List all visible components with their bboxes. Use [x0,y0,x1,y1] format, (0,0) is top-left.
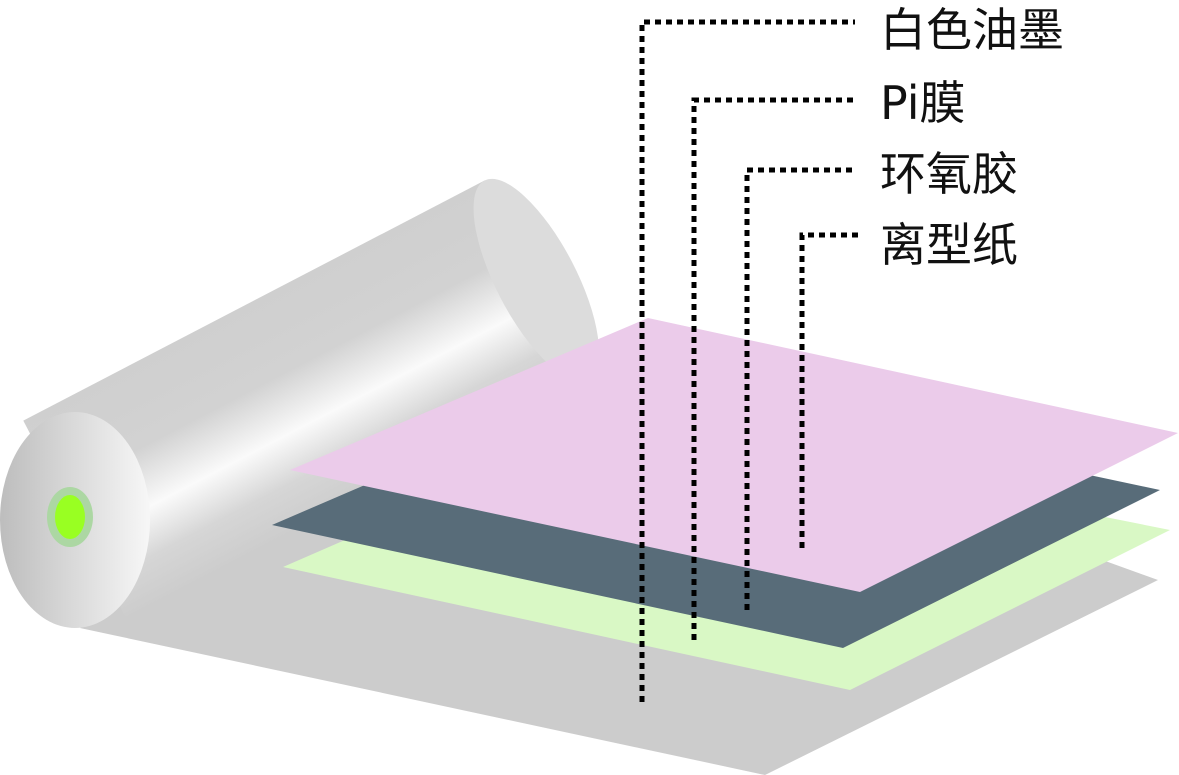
film-roll [0,178,599,628]
white-ink-layer [290,318,1178,592]
leader-line-epoxy [744,167,855,610]
roll-core-inner [55,495,85,539]
label-epoxy: 环氧胶 [880,147,1018,201]
leader-line-release-paper [799,232,860,548]
leader-line-pi-film [691,97,855,640]
label-pi-film: Pi膜 [880,76,966,130]
roll-body [23,180,588,620]
label-release-paper: 离型纸 [880,218,1018,272]
roll-far-end [473,178,599,381]
label-white-ink: 白色油墨 [880,3,1064,57]
